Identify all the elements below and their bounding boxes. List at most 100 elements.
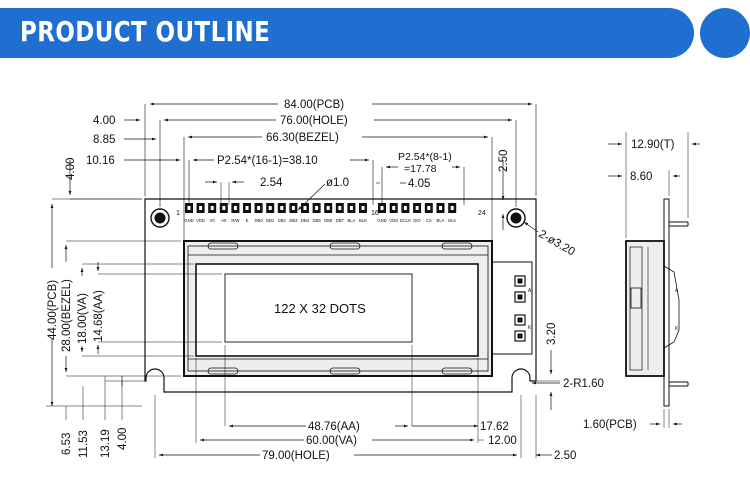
dim-va-width: 60.00(VA) [306, 435, 357, 447]
pin-hole [427, 206, 431, 210]
dim-pitch-8-a: P2.54*(8-1) [398, 151, 452, 163]
pin-name-label: GND [377, 218, 386, 223]
front-view: A K [46, 102, 560, 458]
dim-4-00: 4.00 [93, 115, 115, 127]
pin-hole [280, 206, 284, 210]
dim-pitch-8-b: =17.78 [404, 163, 437, 175]
dim-hole-diameter: 2-ø3.20 [537, 228, 577, 258]
dim-12-00: 12.00 [488, 435, 517, 447]
pin-name-label: DB1 [266, 218, 275, 223]
dim-pcb-height: 44.00(PCB) [47, 280, 59, 340]
pin-hole [199, 206, 203, 210]
pin-name-label: BLA [437, 218, 445, 223]
pin-name-label: DB3 [289, 218, 298, 223]
dim-pcb-width: 84.00(PCB) [284, 99, 344, 111]
dim-pin-diameter: ø1.0 [326, 177, 349, 189]
pin-hole [326, 206, 330, 210]
dim-va-height: 18.00(VA) [77, 293, 89, 344]
pin-hole [439, 206, 442, 210]
pin-name-label: R/W [231, 218, 239, 223]
dim-10-16: 10.16 [86, 155, 115, 167]
pin-name-label: DB5 [313, 218, 322, 223]
side-view [608, 132, 700, 428]
pin-name-label: DB0 [255, 218, 264, 223]
pin-name-label: VDD [196, 218, 205, 223]
dim-6-53: 6.53 [61, 433, 73, 455]
mounting-hole-left [150, 208, 170, 228]
dim-4-05: 4.05 [408, 178, 430, 190]
pin-16-label: 16 [371, 210, 379, 217]
pin-name-label: CS [426, 218, 432, 223]
pin-hole [187, 206, 191, 210]
pin-name-label: VDD [389, 218, 398, 223]
pin-hole [392, 206, 396, 210]
dim-hole-width: 76.00(HOLE) [280, 115, 348, 127]
pin-name-label: E [246, 218, 249, 223]
pin-name-label: A0 [221, 218, 227, 223]
pin-name-label: DB7 [336, 218, 345, 223]
led-cathode-label: K [528, 325, 532, 331]
pin-hole [245, 206, 249, 210]
pin-name-label: GND [184, 218, 193, 223]
pin-name-label: BLA [347, 218, 355, 223]
side-cathode-label: K [675, 326, 679, 332]
pin-name-label: V0 [210, 218, 216, 223]
side-view-labels: 12.90(T) 8.60 1.60(PCB) A K [583, 139, 679, 431]
pin-hole [450, 206, 454, 210]
pin-hole [415, 206, 419, 210]
dim-2-54: 2.54 [260, 177, 283, 189]
pin-name-label: DB2 [278, 218, 287, 223]
pin-1-label: 1 [176, 210, 180, 217]
active-area [224, 273, 413, 343]
dim-bezel-width: 66.30(BEZEL) [266, 132, 339, 144]
mounting-hole-right [506, 208, 526, 228]
pin-hole [403, 206, 407, 210]
pin-name-label: DCLK [400, 218, 411, 223]
dim-pitch-16: P2.54*(16-1)=38.10 [217, 155, 318, 167]
pin-name-label: BLK [448, 218, 456, 223]
pin-hole [338, 206, 342, 210]
dim-bottom-2-50: 2.50 [554, 450, 576, 462]
side-module-body [625, 240, 665, 377]
backlight-connector [491, 261, 533, 355]
dim-aa-height: 14.68(AA) [93, 290, 105, 342]
dim-top-4-00: 4.00 [65, 158, 77, 180]
pin-name-label: DIO [413, 218, 421, 223]
pin-hole [361, 206, 365, 210]
pin-name-label: BLK [359, 218, 367, 223]
dim-pcb-thickness: 1.60(PCB) [583, 419, 637, 431]
dim-bottom-4-00: 4.00 [117, 428, 129, 450]
viewing-area [195, 263, 479, 357]
pin-hole [233, 206, 237, 210]
pin-name-label: DB4 [301, 218, 310, 223]
resolution-label: 122 X 32 DOTS [274, 301, 366, 316]
header-dot-decoration [700, 8, 750, 58]
pin-hole [291, 206, 295, 210]
led-anode-label: A [528, 288, 532, 294]
pin-hole [315, 206, 319, 210]
side-anode-label: A [675, 288, 679, 294]
dim-8-85: 8.85 [93, 134, 115, 146]
dim-aa-width: 48.76(AA) [308, 421, 360, 433]
pin-hole [380, 206, 384, 210]
pin-hole [303, 206, 307, 210]
pcb-outline [144, 198, 537, 393]
header-banner: PRODUCT OUTLINE [0, 8, 694, 58]
pin-header [185, 203, 457, 213]
dim-r1-60: 2-R1.60 [563, 378, 604, 390]
pin-hole [222, 206, 226, 210]
page-title: PRODUCT OUTLINE [20, 15, 271, 48]
dim-11-53: 11.53 [78, 430, 90, 458]
dim-3-20: 3.20 [546, 323, 558, 345]
pin-hole [349, 206, 353, 210]
dim-bezel-height: 28.00(BEZEL) [61, 279, 73, 352]
dim-2-50: 2.50 [498, 150, 510, 172]
pin-hole [210, 206, 214, 210]
pin-24-label: 24 [478, 210, 486, 217]
dim-hole-width-bottom: 79.00(HOLE) [262, 450, 330, 462]
pin-hole [268, 206, 272, 210]
pin-name-label: DB6 [324, 218, 333, 223]
pin-hole [257, 206, 261, 210]
